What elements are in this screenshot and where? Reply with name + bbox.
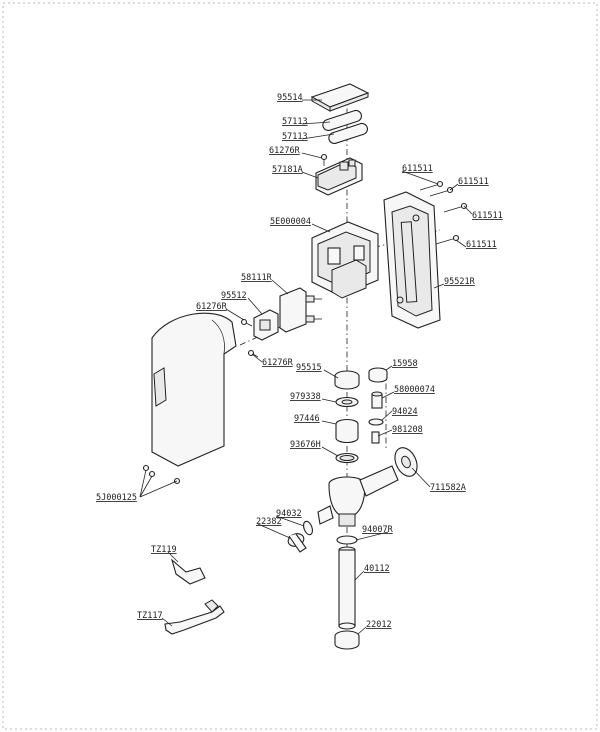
label-611511-1: 611511 (402, 164, 433, 174)
cap-22382 (287, 533, 307, 553)
label-981208: 981208 (392, 425, 423, 435)
screw-top (320, 153, 328, 166)
pin-981208 (371, 431, 380, 444)
leader-lines (139, 99, 473, 635)
flush-tube (338, 546, 356, 630)
label-711582a: 711582A (430, 483, 466, 493)
battery-holder (315, 157, 363, 196)
label-5j000125: 5J000125 (96, 493, 137, 503)
main-housing (311, 221, 379, 299)
label-95512: 95512 (221, 291, 247, 301)
label-5e000004: 5E000004 (270, 217, 311, 227)
tool-tz119 (170, 558, 206, 585)
label-95514: 95514 (277, 93, 303, 103)
label-57113-a: 57113 (282, 117, 308, 127)
label-94007r: 94007R (362, 525, 394, 535)
screw-mid (240, 318, 253, 327)
label-tz119: TZ119 (151, 545, 177, 555)
bracket-screw-4 (435, 234, 460, 245)
label-95521r: 95521R (444, 277, 476, 287)
sensor-gasket (253, 309, 279, 341)
label-94032: 94032 (276, 509, 302, 519)
battery-b (328, 122, 368, 145)
label-61276r-low: 61276R (262, 358, 294, 368)
label-61276r-mid: 61276R (196, 302, 228, 312)
mounting-bracket (383, 191, 441, 329)
label-94024: 94024 (392, 407, 418, 417)
solenoid-valve (371, 391, 383, 409)
label-611511-4: 611511 (466, 240, 497, 250)
label-57181a: 57181A (272, 165, 303, 175)
tube-nut (334, 630, 360, 650)
o-ring-93676h (335, 452, 359, 464)
bracket-screw-1 (419, 180, 444, 191)
label-93676h: 93676H (290, 440, 321, 450)
label-57113-b: 57113 (282, 132, 308, 142)
label-40112: 40112 (364, 564, 390, 574)
o-ring-94007r (336, 535, 358, 545)
sensor-module (279, 287, 322, 333)
coupling-nut (334, 370, 360, 390)
bracket-screw-2 (429, 186, 454, 197)
tool-tz117 (164, 599, 225, 635)
adapter-97446 (335, 418, 359, 444)
label-611511-2: 611511 (458, 177, 489, 187)
screw-low (247, 349, 259, 358)
seal-94032 (302, 520, 314, 536)
ring-94024 (368, 418, 384, 426)
washer-979338 (335, 396, 359, 408)
label-58000074: 58000074 (394, 385, 435, 395)
front-cover (151, 312, 237, 467)
label-611511-3: 611511 (472, 211, 503, 221)
label-tz117: TZ117 (137, 611, 163, 621)
label-22382: 22382 (256, 517, 282, 527)
battery-a (322, 109, 362, 132)
valve-body (317, 465, 399, 527)
inlet-flange (394, 447, 418, 477)
label-97446: 97446 (294, 414, 320, 424)
valve-cap (368, 367, 388, 383)
label-979338: 979338 (290, 392, 321, 402)
bracket-screw-3 (443, 202, 468, 213)
label-95515: 95515 (296, 363, 322, 373)
battery-cover (310, 83, 370, 112)
label-22012: 22012 (366, 620, 392, 630)
label-61276r-top: 61276R (269, 146, 301, 156)
label-58111r: 58111R (241, 273, 273, 283)
label-15958: 15958 (392, 359, 418, 369)
